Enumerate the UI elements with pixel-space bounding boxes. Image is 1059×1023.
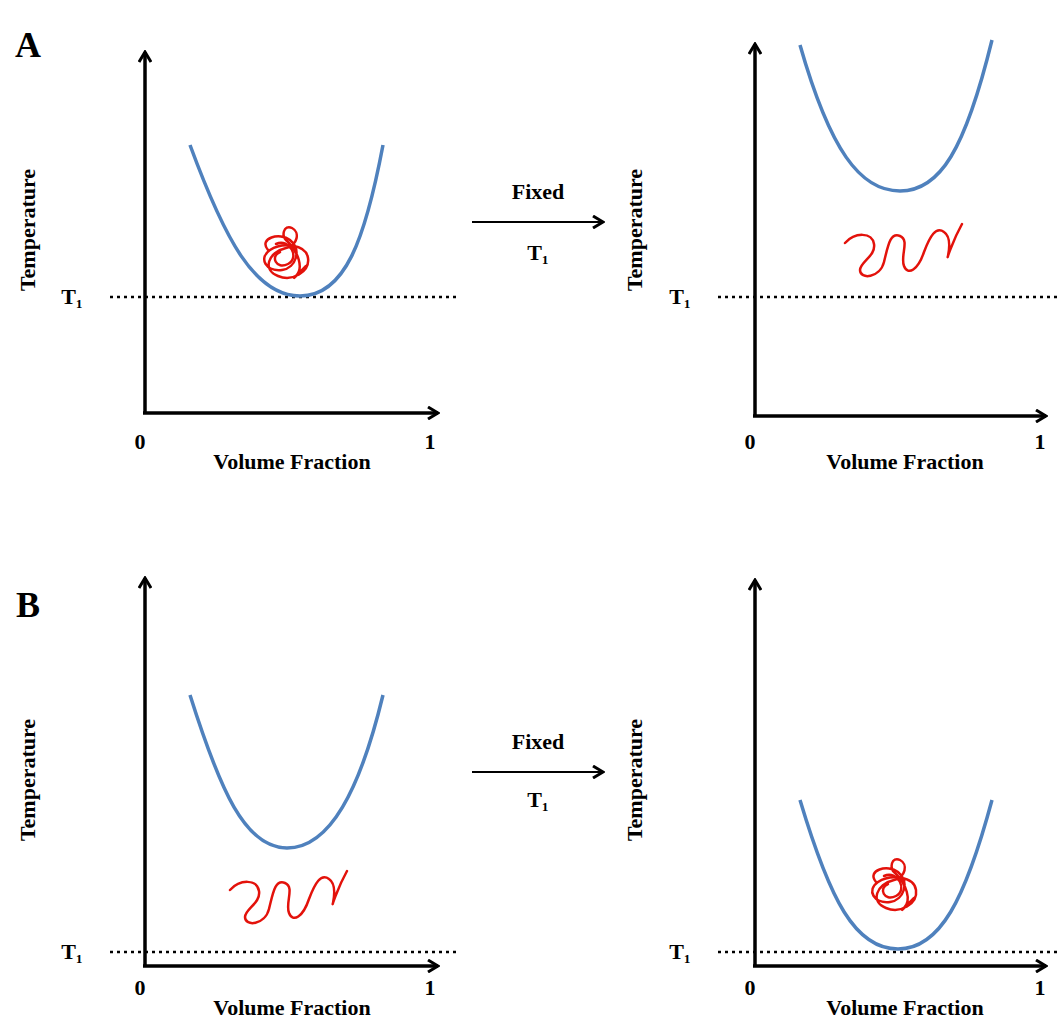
axis-tick: 1 — [425, 431, 436, 453]
arrow-label: T₁ — [527, 242, 548, 264]
axis-title: Volume Fraction — [826, 997, 983, 1019]
temperature-mark: T₁ — [669, 286, 690, 308]
axis-tick: 0 — [745, 977, 756, 999]
panel-letter: A — [15, 27, 41, 63]
axis-title: Temperature — [624, 719, 646, 841]
axis-tick: 1 — [1035, 977, 1046, 999]
axis-tick: 0 — [135, 977, 146, 999]
temperature-mark: T₁ — [61, 286, 82, 308]
axis-tick: 1 — [1035, 431, 1046, 453]
axis-title: Temperature — [17, 169, 39, 291]
panel-letter: B — [16, 587, 40, 623]
process-arrows — [472, 222, 603, 772]
temperature-mark: T₁ — [61, 941, 82, 963]
axis-title: Volume Fraction — [213, 451, 370, 473]
coexistence-curves — [190, 40, 992, 949]
temperature-mark: T₁ — [669, 941, 690, 963]
t1-dotted-lines — [110, 297, 1059, 952]
axis-tick: 0 — [135, 431, 146, 453]
arrow-label: Fixed — [512, 731, 565, 753]
axis-tick: 0 — [745, 431, 756, 453]
axis-title: Volume Fraction — [213, 997, 370, 1019]
axis-title: Temperature — [624, 169, 646, 291]
arrow-label: Fixed — [512, 181, 565, 203]
polymer-chains — [230, 224, 962, 923]
axis-tick: 1 — [425, 977, 436, 999]
axis-title: Volume Fraction — [826, 451, 983, 473]
axes — [143, 44, 1046, 966]
axis-title: Temperature — [17, 719, 39, 841]
arrow-label: T₁ — [527, 789, 548, 811]
